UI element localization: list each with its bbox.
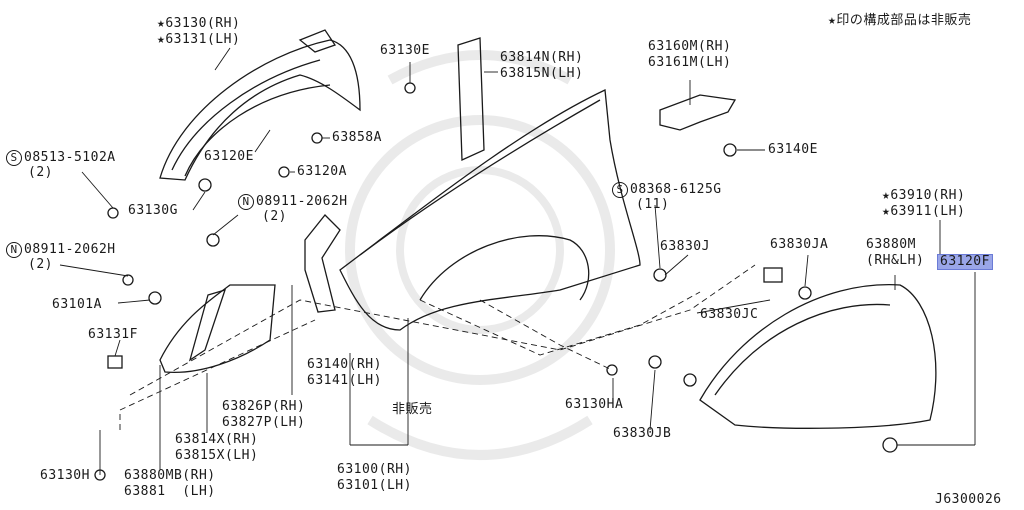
part-label-63120f-highlighted[interactable]: 63120F	[937, 254, 993, 270]
part-label-63120a[interactable]: 63120A	[297, 164, 347, 179]
part-label-63130h[interactable]: 63130H	[40, 468, 90, 483]
mud-guard-part	[159, 284, 276, 374]
part-label-63140e[interactable]: 63140E	[768, 142, 818, 157]
part-qty-08513: (2)	[28, 165, 53, 180]
part-label-63911-lh[interactable]: ★63911(LH)	[882, 204, 966, 219]
header-note: ★印の構成部品は非販売	[828, 13, 972, 28]
part-label-63826p-rh[interactable]: 63826P(RH)	[222, 399, 306, 414]
part-label-63120e[interactable]: 63120E	[204, 149, 254, 164]
part-label-63100-rh[interactable]: 63100(RH)	[337, 462, 412, 477]
fender-bracket-part	[659, 94, 737, 131]
seal-strip-part	[457, 37, 485, 161]
part-number: 08368-6125G	[630, 182, 722, 197]
part-label-63141-lh[interactable]: 63141(LH)	[307, 373, 382, 388]
part-label-63827p-lh[interactable]: 63827P(LH)	[222, 415, 306, 430]
part-label-63130e[interactable]: 63130E	[380, 43, 430, 58]
part-label-63160m-rh[interactable]: 63160M(RH)	[648, 39, 732, 54]
part-label-63910-rh[interactable]: ★63910(RH)	[882, 188, 966, 203]
part-label-63814n-rh[interactable]: 63814N(RH)	[500, 50, 584, 65]
part-label-63101a[interactable]: 63101A	[52, 297, 102, 312]
part-label-63130ha[interactable]: 63130HA	[565, 397, 624, 412]
part-label-63140-rh[interactable]: 63140(RH)	[307, 357, 382, 372]
part-label-63830jb[interactable]: 63830JB	[613, 426, 672, 441]
not-for-sale-note: 非販売	[392, 402, 433, 417]
n-circle-icon: N	[238, 194, 254, 210]
part-label-63830j[interactable]: 63830J	[660, 239, 710, 254]
part-label-63881-lh[interactable]: 63881 (LH)	[124, 484, 216, 499]
part-number: 08513-5102A	[24, 150, 116, 165]
part-label-63130-rh[interactable]: ★63130(RH)	[157, 16, 241, 31]
front-fender-part	[339, 89, 641, 331]
diagram-code: J6300026	[935, 492, 1002, 507]
part-number: 08911-2062H	[256, 194, 348, 209]
s-circle-icon: S	[612, 182, 628, 198]
part-label-63830jc[interactable]: 63830JC	[700, 307, 759, 322]
part-label-63880m[interactable]: 63880M	[866, 237, 916, 252]
part-label-63130g[interactable]: 63130G	[128, 203, 178, 218]
n-circle-icon: N	[6, 242, 22, 258]
part-number: 08911-2062H	[24, 242, 116, 257]
part-qty-08911-a: (2)	[262, 209, 287, 224]
part-label-63815n-lh[interactable]: 63815N(LH)	[500, 66, 584, 81]
s-circle-icon: S	[6, 150, 22, 166]
part-label-63880m-side: (RH&LH)	[866, 253, 925, 268]
part-label-63830ja[interactable]: 63830JA	[770, 237, 829, 252]
fender-inner-strip-part	[304, 214, 341, 313]
fender-liner-part	[159, 39, 361, 181]
part-label-63815x-lh[interactable]: 63815X(LH)	[175, 448, 259, 463]
part-label-63858a[interactable]: 63858A	[332, 130, 382, 145]
part-label-63131-lh[interactable]: ★63131(LH)	[157, 32, 241, 47]
part-label-63161m-lh[interactable]: 63161M(LH)	[648, 55, 732, 70]
part-label-63880mb-rh[interactable]: 63880MB(RH)	[124, 468, 216, 483]
wheel-arch-flare-part	[699, 284, 937, 429]
part-label-63101-lh[interactable]: 63101(LH)	[337, 478, 412, 493]
part-qty-08911-b: (2)	[28, 257, 53, 272]
part-label-63814x-rh[interactable]: 63814X(RH)	[175, 432, 259, 447]
part-qty-08368: (11)	[636, 197, 670, 212]
part-label-63131f[interactable]: 63131F	[88, 327, 138, 342]
